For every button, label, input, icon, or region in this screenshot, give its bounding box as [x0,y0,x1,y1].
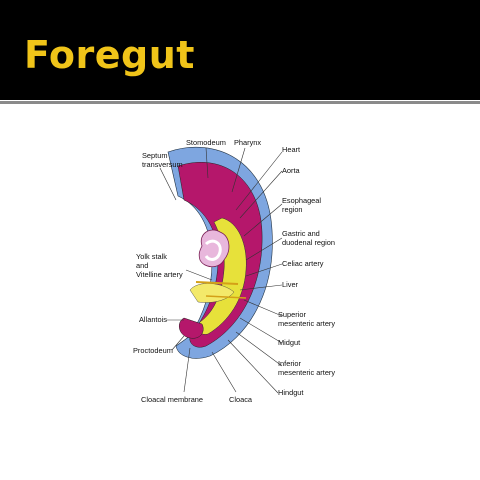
label-allantois: Allantois [139,315,167,324]
label-liver: Liver [282,280,299,289]
embryo-illustration [167,146,273,359]
label-septum-1: Septum [142,151,167,160]
label-celiac: Celiac artery [282,259,324,268]
label-midgut: Midgut [278,338,300,347]
label-yolk-2: and [136,261,148,270]
hindgut-loop [189,283,235,303]
label-heart: Heart [282,145,300,154]
label-yolk-3: Vitelline artery [136,270,183,279]
label-cloacal-membrane: Cloacal membrane [141,395,203,404]
label-inf-mes-1: Inferior [278,359,302,368]
allantois-shape [178,317,204,339]
label-hindgut: Hindgut [278,388,303,397]
label-pharynx: Pharynx [234,138,261,147]
label-proctodeum: Proctodeum [133,346,173,355]
label-inf-mes-2: mesenteric artery [278,368,335,377]
title-divider [0,101,480,104]
label-esophageal-1: Esophageal [282,196,321,205]
slide-title: Foregut [24,33,195,77]
diagram-labels: Stomodeum Pharynx Heart Septum transvers… [133,138,335,404]
label-septum-2: transversum [142,160,183,169]
label-cloaca: Cloaca [229,395,253,404]
mesenteric-vessel [205,295,247,299]
label-stomodeum: Stomodeum [186,138,226,147]
label-gastric-2: duodenal region [282,238,335,247]
label-sup-mes-1: Superior [278,310,306,319]
vitelline-artery [195,281,239,285]
label-gastric-1: Gastric and [282,229,320,238]
leader-lines [159,147,283,394]
label-aorta: Aorta [282,166,301,175]
heart-tube [204,239,222,261]
label-sup-mes-2: mesenteric artery [278,319,335,328]
title-bar: Foregut [0,0,480,100]
label-esophageal-2: region [282,205,303,214]
label-yolk-1: Yolk stalk [136,252,167,261]
